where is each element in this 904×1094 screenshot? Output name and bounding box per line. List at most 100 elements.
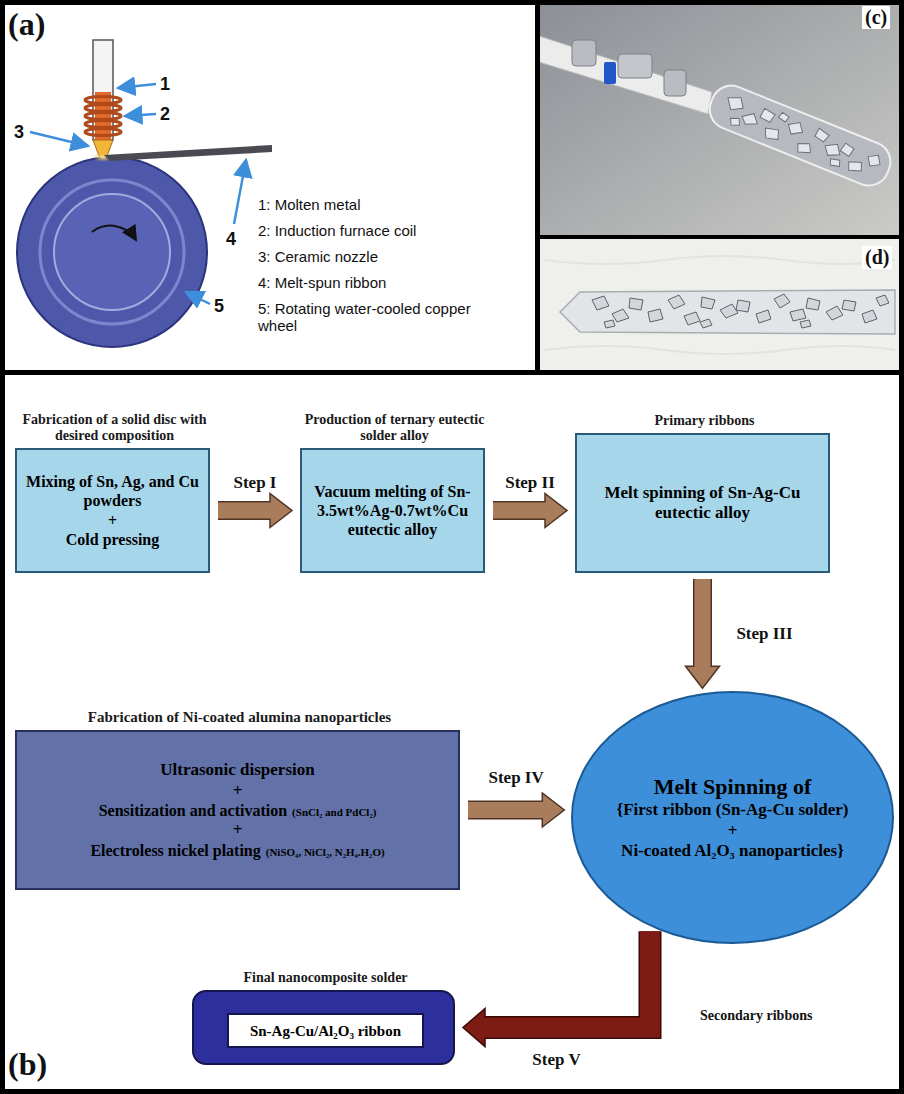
process-box: Fabrication of Ni-coated alumina nanopar… <box>15 730 460 890</box>
text-row: {First ribbon (Sn-Ag-Cu solder) <box>617 800 849 820</box>
panel-label: (a) <box>8 6 45 43</box>
metal-fitting <box>572 40 596 66</box>
process-box: Primary ribbonsMelt spinning of Sn-Ag-Cu… <box>575 433 830 573</box>
arrow-shaft <box>218 503 272 519</box>
leader-arrow <box>234 160 246 224</box>
melt-spun-ribbon <box>104 145 272 161</box>
panel-divider <box>535 0 540 372</box>
leader-arrow <box>186 292 210 304</box>
text-row: Cold pressing <box>66 530 160 549</box>
legend-item: 1: Molten metal <box>258 196 361 213</box>
coil-turn <box>85 97 121 104</box>
step-label: Step III <box>736 624 792 644</box>
box-text: + <box>108 512 117 529</box>
callout-number: 2 <box>160 104 170 125</box>
block-arrow <box>218 494 292 528</box>
text-row: Electroless nickel plating (NiSO₄, NiCl₂,… <box>90 841 384 860</box>
glass-tube-body <box>704 80 897 192</box>
arrow-shaft <box>483 931 650 1027</box>
legend-item: 2: Induction furnace coil <box>258 222 416 239</box>
process-box: Fabrication of a solid disc with desired… <box>15 448 210 573</box>
callout-number: 4 <box>226 229 236 250</box>
box-text: Ni-coated Al₂O₃ nanoparticles} <box>621 841 844 860</box>
box-text: Electroless nickel plating <box>90 842 260 859</box>
metal-flakes <box>719 91 885 182</box>
photo-d <box>539 239 902 370</box>
text-row: Sn-Ag-Cu/Al₂O₃ ribbon <box>250 1021 401 1040</box>
panel-divider <box>537 235 904 239</box>
box-text: + <box>233 781 243 800</box>
glass-tube <box>704 80 897 192</box>
crucible-tube <box>93 40 113 140</box>
text-row: Melt spinning of Sn-Ag-Cu eutectic alloy <box>585 483 820 524</box>
legend-item: 5: Rotating water-cooled copper wheel <box>258 300 498 335</box>
arrow-head <box>545 494 567 528</box>
text-row: + <box>233 820 243 840</box>
box-text: Cold pressing <box>66 531 160 548</box>
valve-handle <box>604 62 616 84</box>
step-label: Step V <box>532 1050 580 1070</box>
photo-c <box>539 2 902 235</box>
wheel-ring <box>40 180 184 324</box>
figure-frame <box>3 3 902 1092</box>
leader-arrow <box>118 84 156 88</box>
glass-tube <box>560 290 895 334</box>
text-row: Ni-coated Al₂O₃ nanoparticles} <box>621 841 844 861</box>
callout-number: 1 <box>160 74 170 95</box>
box-text: Melt Spinning of <box>654 774 812 799</box>
text-row: Sensitization and activation (SnCl₂ and P… <box>99 801 377 820</box>
box-text: Ultrasonic dispersion <box>160 760 314 779</box>
step-label: Step I <box>234 473 277 493</box>
legend-item: 4: Melt-spun ribbon <box>258 274 386 291</box>
wheel-hub <box>54 194 170 310</box>
rotation-arrow <box>92 226 136 240</box>
box-text: + <box>728 821 738 840</box>
paper-texture <box>545 256 895 354</box>
box-heading: Fabrication of a solid disc with desired… <box>7 412 222 444</box>
box-text: + <box>233 820 243 839</box>
legend-item: 3: Ceramic nozzle <box>258 248 378 265</box>
step-label: Step II <box>505 473 555 493</box>
process-box: Sn-Ag-Cu/Al₂O₃ ribbon <box>227 1013 424 1048</box>
process-ellipse: Melt Spinning of{First ribbon (Sn-Ag-Cu … <box>570 690 895 945</box>
box-text: Vacuum melting of Sn-3.5wt%Ag-0.7wt%Cu e… <box>314 483 470 538</box>
box-heading: Primary ribbons <box>577 413 832 429</box>
block-arrow <box>686 579 720 688</box>
text-row: + <box>108 511 117 530</box>
photo-background <box>539 2 902 235</box>
panel-label: (b) <box>8 1046 47 1083</box>
block-arrow <box>493 494 567 528</box>
box-text: Sensitization and activation <box>99 802 287 819</box>
box-text: (SnCl₂ and PdCl₂) <box>292 806 376 818</box>
melt-spinner-sketch <box>17 40 272 347</box>
box-text: Mixing of Sn, Ag, and Cu powders <box>26 473 199 509</box>
text-row: Ultrasonic dispersion <box>160 760 314 780</box>
valve-body <box>618 54 652 78</box>
coil-turn <box>85 121 121 128</box>
block-arrow <box>463 931 650 1046</box>
coil-turn <box>85 113 121 120</box>
panel-divider <box>0 370 904 375</box>
arrow-shaft <box>493 503 547 519</box>
block-arrow <box>468 793 564 827</box>
metal-flakes <box>592 294 889 328</box>
arrow-shaft <box>695 579 711 668</box>
box-heading: Production of ternary eutectic solder al… <box>297 412 492 444</box>
box-text: {First ribbon (Sn-Ag-Cu solder) <box>617 800 849 819</box>
text-row: Mixing of Sn, Ag, and Cu powders <box>25 472 200 510</box>
leader-arrow <box>30 132 88 146</box>
arrow-shaft <box>468 802 544 818</box>
box-heading: Final nanocomposite solder <box>194 970 457 986</box>
box-text: (NiSO₄, NiCl₂, N₂H₄.H₂O) <box>266 846 385 858</box>
molten-metal <box>95 92 111 140</box>
process-box: Final nanocomposite solderSn-Ag-Cu/Al₂O₃… <box>192 990 455 1065</box>
box-text: Melt spinning of Sn-Ag-Cu eutectic alloy <box>604 483 800 522</box>
text-row: Melt Spinning of <box>654 774 812 800</box>
arrow-head <box>270 494 292 528</box>
panel-label: (d) <box>862 246 892 269</box>
metal-fitting <box>664 70 686 96</box>
arrow-shaft-outline <box>485 931 650 1027</box>
ellipse-shape <box>572 692 893 943</box>
arrow-head <box>686 666 720 688</box>
text-row: + <box>233 781 243 801</box>
